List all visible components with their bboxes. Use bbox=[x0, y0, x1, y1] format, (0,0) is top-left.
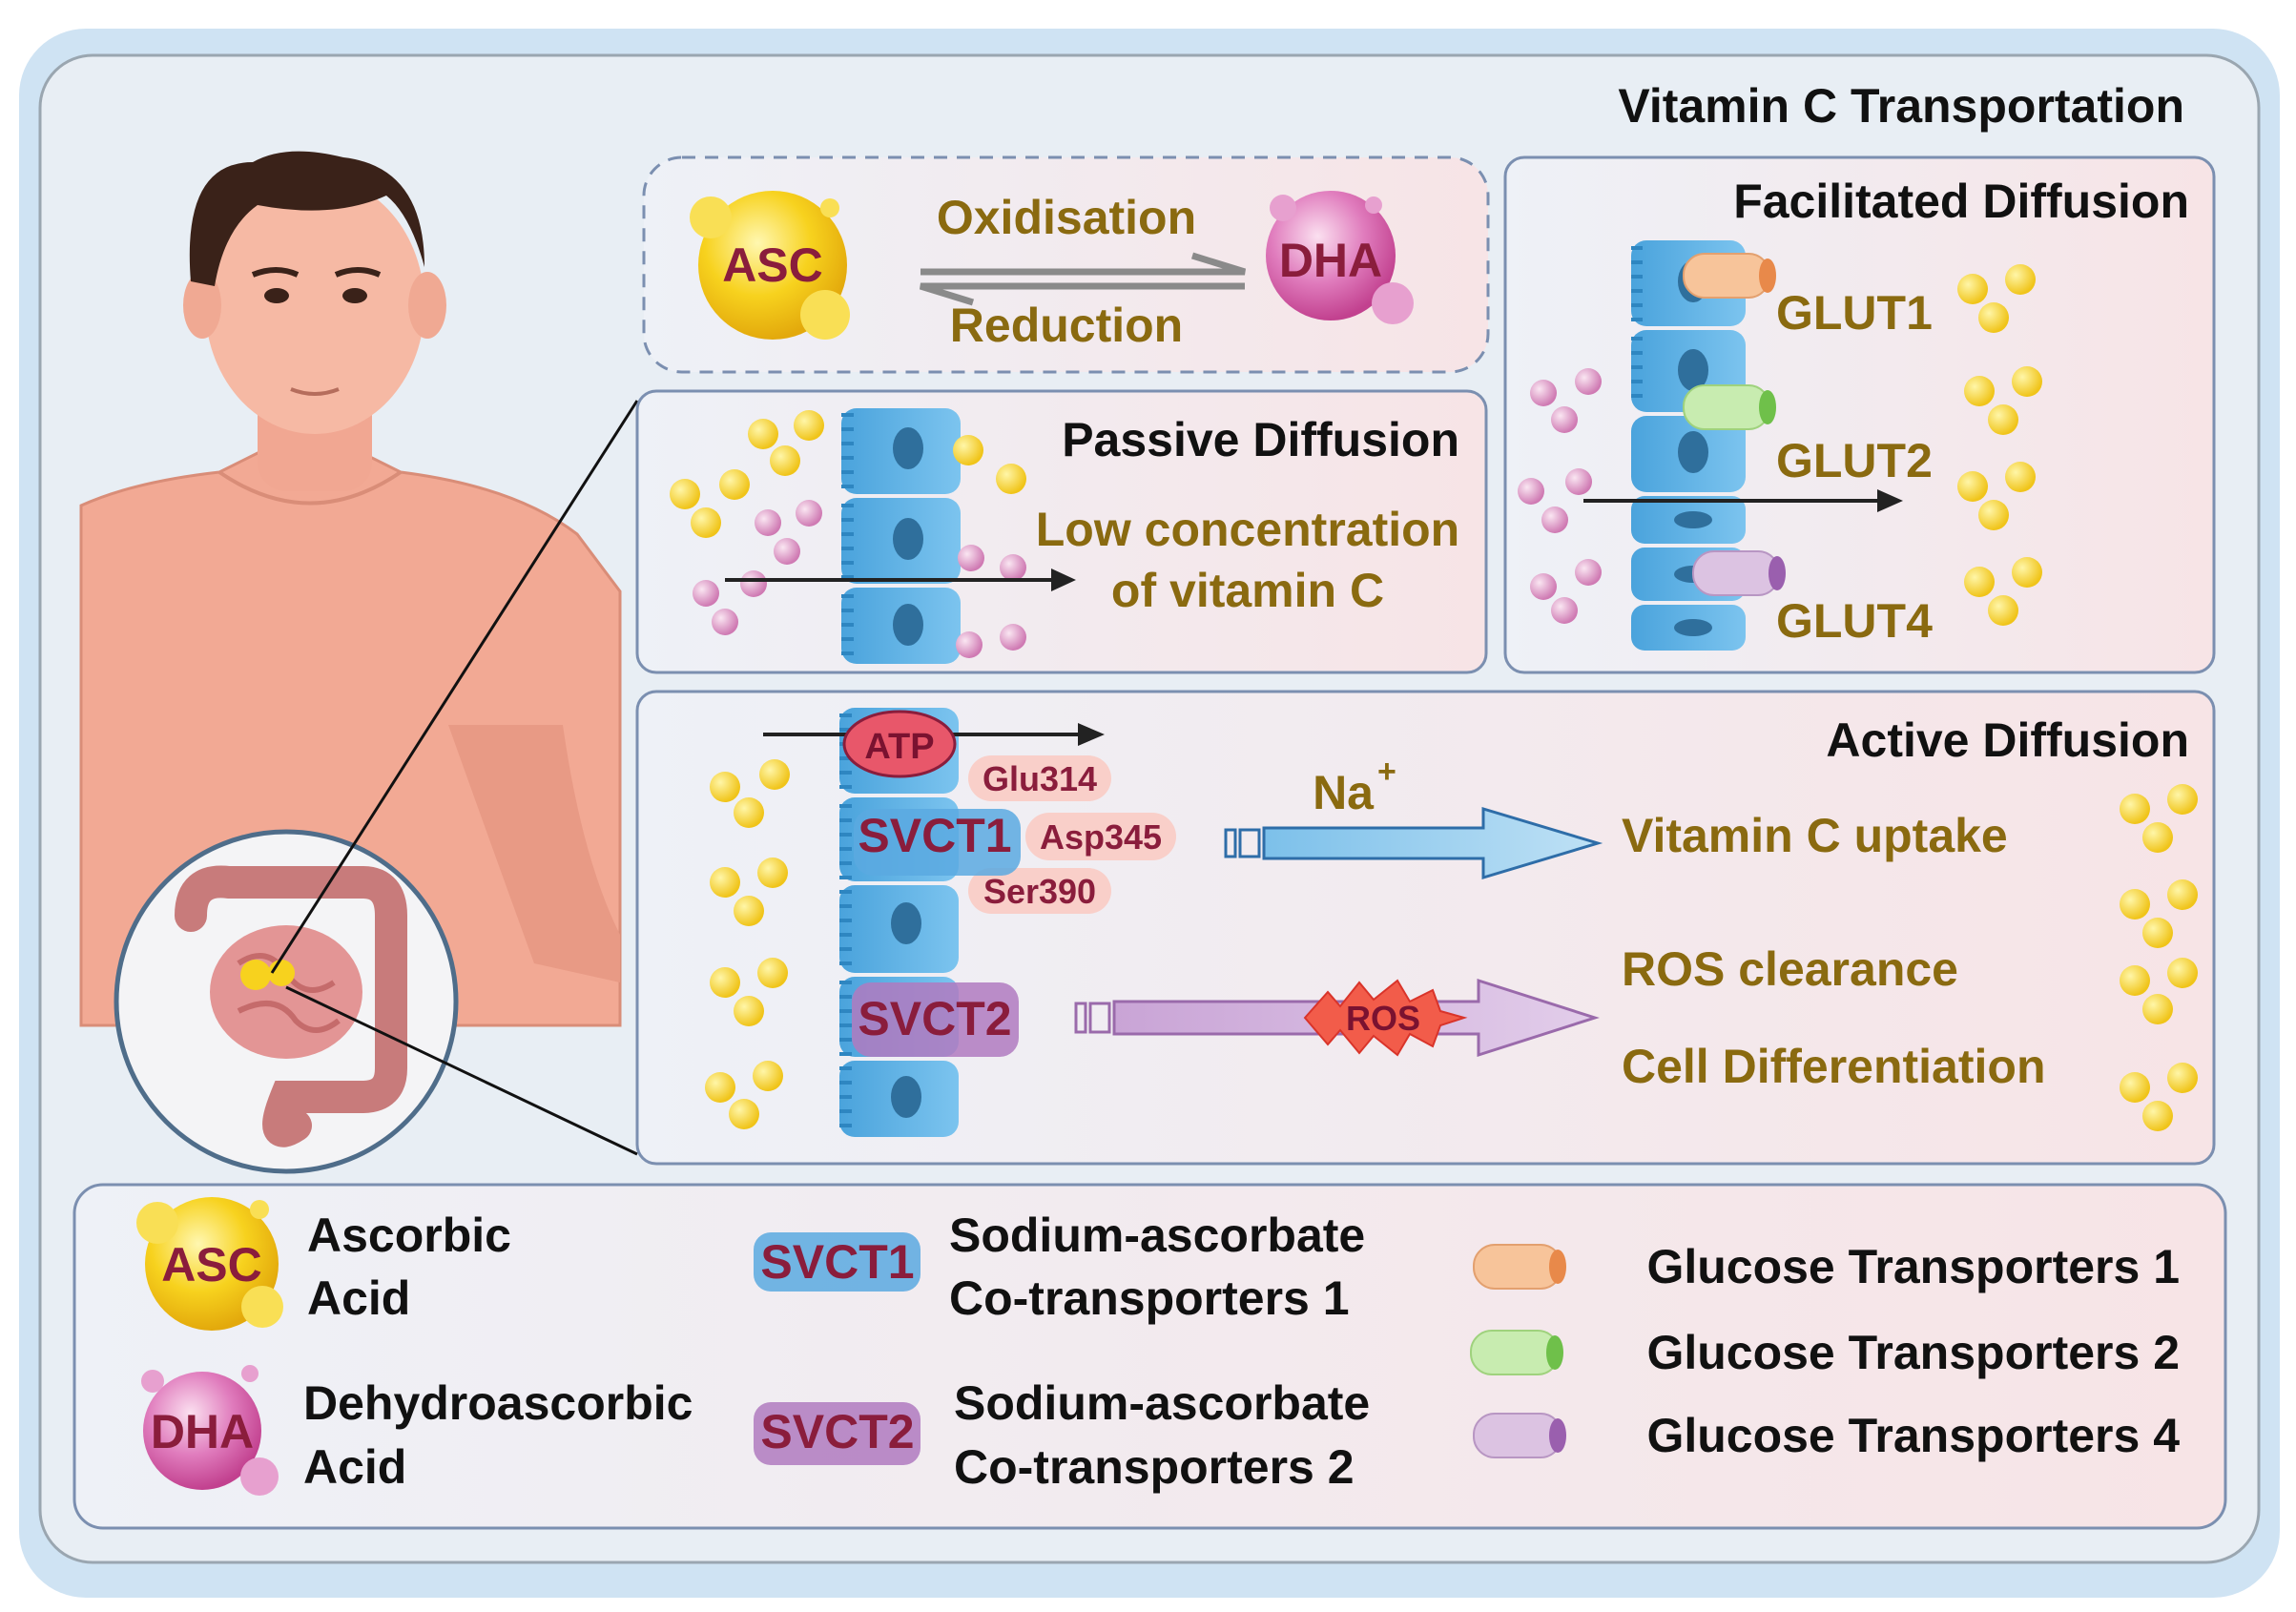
atp-label: ATP bbox=[864, 727, 934, 767]
legend-asc-icon bbox=[136, 1197, 283, 1331]
active-asc-particles bbox=[705, 759, 2198, 1131]
legend-dha-symbol: DHA bbox=[151, 1405, 254, 1458]
legend-dha-icon bbox=[141, 1365, 279, 1496]
redox-panel: ASC DHA Oxidisation Reduction bbox=[642, 155, 1490, 374]
glut-transporters bbox=[1683, 253, 1786, 596]
legend-svct1-icon bbox=[754, 1232, 920, 1292]
passive-cell-column bbox=[841, 408, 961, 664]
legend-svct2-line2: Co-transporters 2 bbox=[954, 1440, 1355, 1494]
legend-panel: ASC Ascorbic Acid DHA Dehydroascorbic Ac… bbox=[72, 1183, 2227, 1530]
active-panel: ATP Glu314 Asp345 Ser390 SVCT1 SVCT2 Na … bbox=[635, 690, 2216, 1166]
residue-asp345: Asp345 bbox=[1040, 817, 1162, 857]
svct2-label: SVCT2 bbox=[858, 992, 1011, 1045]
ion-label: Na bbox=[1313, 766, 1375, 819]
figure-title: Vitamin C Transportation bbox=[1618, 79, 2184, 133]
svct1-label: SVCT1 bbox=[858, 809, 1011, 862]
glut1-label: GLUT1 bbox=[1776, 286, 1933, 340]
residue-tags: Glu314 Asp345 Ser390 bbox=[968, 755, 1176, 914]
outcome-cell-differentiation: Cell Differentiation bbox=[1622, 1040, 2045, 1093]
atp-badge bbox=[842, 710, 957, 778]
legend-svct2-icon bbox=[754, 1402, 920, 1465]
legend-asc-line2: Acid bbox=[307, 1271, 410, 1325]
facilitated-asc-particles bbox=[1957, 264, 2042, 626]
legend-glut2-icon bbox=[1470, 1330, 1563, 1375]
legend-glut4-label: Glucose Transporters 4 bbox=[1646, 1409, 2180, 1462]
facilitated-dha-particles bbox=[1518, 368, 1602, 624]
glut4-label: GLUT4 bbox=[1776, 594, 1933, 648]
redox-asc-label: ASC bbox=[722, 238, 823, 292]
facilitated-title: Facilitated Diffusion bbox=[1733, 175, 2189, 228]
legend-svct1-line1: Sodium-ascorbate bbox=[949, 1209, 1365, 1262]
legend-svct2-symbol: SVCT2 bbox=[760, 1405, 914, 1458]
redox-forward-label: Oxidisation bbox=[937, 191, 1196, 244]
passive-panel: Passive Diffusion Low concentration of v… bbox=[635, 389, 1488, 674]
legend-svct1-line2: Co-transporters 1 bbox=[949, 1271, 1350, 1325]
legend-glut4-icon bbox=[1473, 1413, 1566, 1458]
facilitated-panel: Facilitated Diffusion GLUT1 GLUT2 GLUT4 bbox=[1503, 155, 2216, 674]
legend-asc-symbol: ASC bbox=[161, 1238, 262, 1292]
intestine-magnifier bbox=[114, 829, 459, 1174]
outcome-vitamin-c-uptake: Vitamin C uptake bbox=[1622, 809, 2008, 862]
outcome-ros-clearance: ROS clearance bbox=[1622, 942, 1958, 996]
redox-dha-label: DHA bbox=[1279, 234, 1382, 287]
residue-glu314: Glu314 bbox=[983, 759, 1097, 798]
legend-glut1-label: Glucose Transporters 1 bbox=[1646, 1240, 2180, 1293]
legend-dha-line2: Acid bbox=[303, 1440, 406, 1494]
legend-glut2-label: Glucose Transporters 2 bbox=[1646, 1326, 2180, 1379]
legend-asc-line1: Ascorbic bbox=[307, 1209, 511, 1262]
zoom-line-upper bbox=[270, 400, 639, 974]
redox-reverse-label: Reduction bbox=[950, 299, 1183, 352]
glut2-label: GLUT2 bbox=[1776, 434, 1933, 487]
legend-glut1-icon bbox=[1473, 1244, 1566, 1290]
ion-charge: + bbox=[1377, 754, 1396, 790]
svct1-arrow bbox=[1224, 806, 1603, 880]
passive-dha-particles bbox=[693, 500, 1026, 658]
legend-svct1-symbol: SVCT1 bbox=[760, 1235, 914, 1289]
legend-dha-line1: Dehydroascorbic bbox=[303, 1376, 693, 1430]
ros-label: ROS bbox=[1346, 999, 1420, 1038]
active-title: Active Diffusion bbox=[1826, 713, 2189, 767]
passive-note-line2: of vitamin C bbox=[1111, 564, 1384, 617]
ros-burst bbox=[1303, 979, 1468, 1057]
passive-title: Passive Diffusion bbox=[1062, 413, 1459, 466]
zoom-line-lower bbox=[285, 985, 638, 1156]
passive-asc-particles bbox=[670, 410, 1026, 538]
residue-ser390: Ser390 bbox=[983, 872, 1096, 911]
passive-note-line1: Low concentration bbox=[1036, 503, 1459, 556]
legend-svct2-line1: Sodium-ascorbate bbox=[954, 1376, 1370, 1430]
svct2-transporter bbox=[852, 982, 1019, 1057]
svct1-transporter bbox=[854, 809, 1021, 876]
